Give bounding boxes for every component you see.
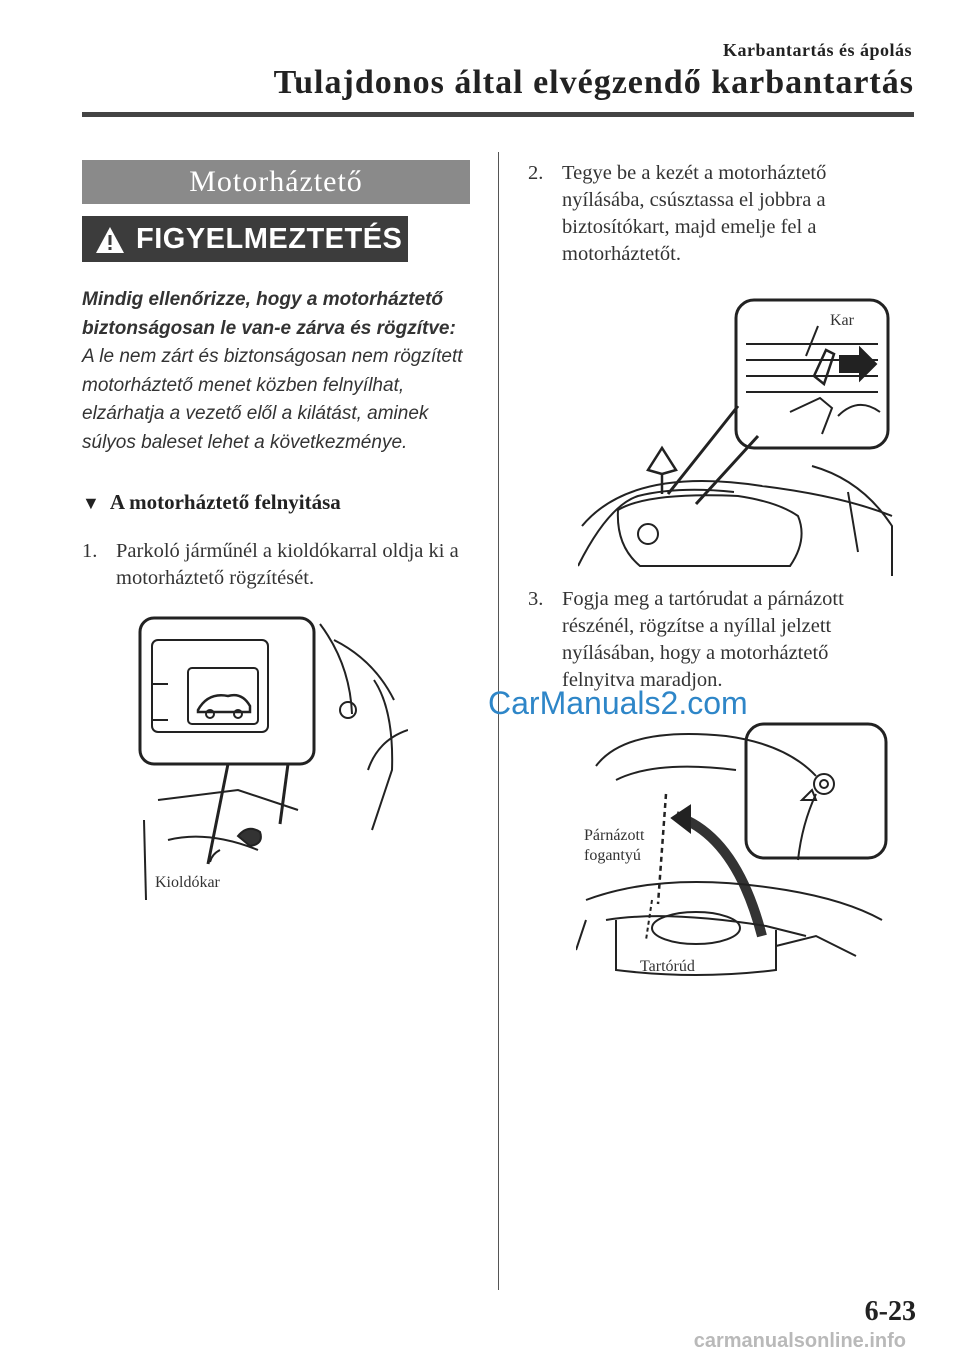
subheading: ▼ A motorháztető felnyitása [82, 490, 341, 515]
step-1: 1. Parkoló járműnél a kioldókarral oldja… [82, 538, 482, 592]
warning-body-text: A le nem zárt és biztonságosan nem rögzí… [82, 346, 463, 453]
section-title-bar: Motorháztető [82, 160, 470, 204]
triangle-down-icon: ▼ [82, 493, 100, 513]
release-lever-label: Kioldókar [155, 874, 220, 891]
column-divider [498, 152, 499, 1290]
step-text: Fogja meg a tartórudat a párnázott részé… [562, 588, 844, 691]
warning-bold-text: Mindig ellenőrizze, hogy a motorháztető … [82, 289, 456, 339]
footer-watermark: carmanualsonline.info [693, 1330, 906, 1352]
hood-latch-illustration [577, 296, 894, 581]
warning-text: Mindig ellenőrizze, hogy a motorháztető … [82, 286, 482, 457]
padded-handle-label: Párnázott fogantyú [584, 826, 644, 866]
support-rod-illustration [575, 720, 892, 991]
step-2: 2. Tegye be a kezét a motorháztető nyílá… [528, 160, 888, 268]
step-number: 3. [528, 588, 544, 610]
padded-handle-label-line2: fogantyú [584, 847, 641, 864]
release-lever-illustration [138, 610, 409, 905]
step-text: Parkoló járműnél a kioldókarral oldja ki… [116, 540, 459, 589]
padded-handle-label-line1: Párnázott [584, 827, 645, 844]
step-text: Tegye be a kezét a motorháztető nyílásáb… [562, 162, 827, 265]
lever-label: Kar [830, 312, 854, 329]
header-rule [82, 112, 914, 117]
step-number: 1. [82, 540, 98, 562]
warning-label: FIGYELMEZTETÉS [136, 223, 403, 255]
warning-triangle-icon [94, 223, 126, 269]
step-3: 3. Fogja meg a tartórudat a párnázott ré… [528, 586, 888, 694]
section-header-title: Tulajdonos által elvégzendő karbantartás [273, 64, 914, 101]
warning-banner: FIGYELMEZTETÉS [82, 216, 408, 262]
chapter-title: Karbantartás és ápolás [722, 40, 912, 60]
step-number: 2. [528, 162, 544, 184]
page-number: 6-23 [864, 1296, 916, 1327]
subheading-text: A motorháztető felnyitása [109, 490, 341, 514]
support-rod-label: Tartórúd [640, 958, 695, 975]
watermark-text: CarManuals2.com [488, 685, 748, 721]
